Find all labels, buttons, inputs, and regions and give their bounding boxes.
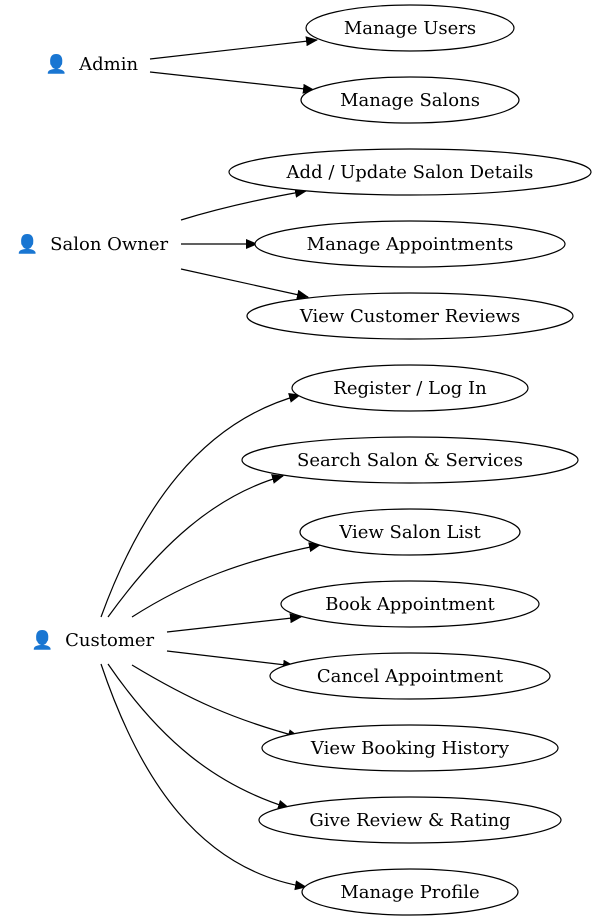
use-case-label: Manage Users: [344, 18, 476, 39]
use-case-label: Cancel Appointment: [317, 666, 504, 687]
use-case-give-review-rating: Give Review & Rating: [258, 796, 562, 844]
edge-customer-cancel: [166, 650, 295, 670]
edge-admin-manage-salons: [149, 71, 315, 94]
use-case-label: Add / Update Salon Details: [286, 162, 534, 183]
edge-customer-view-salon-list: [131, 542, 321, 618]
use-case-view-customer-reviews: View Customer Reviews: [246, 292, 574, 340]
salon-owner-label: 👤 Salon Owner: [16, 233, 169, 255]
edges: [100, 36, 321, 891]
edge-admin-manage-users: [149, 36, 318, 60]
use-cases: Manage Users Manage Salons Add / Update …: [228, 4, 592, 916]
use-case-label: Give Review & Rating: [309, 810, 510, 831]
edge-customer-search: [107, 474, 284, 618]
use-case-label: Register / Log In: [333, 378, 487, 399]
use-case-manage-profile: Manage Profile: [301, 868, 519, 916]
use-case-manage-salons: Manage Salons: [300, 76, 520, 124]
person-icon: 👤: [45, 53, 67, 75]
use-case-book-appointment: Book Appointment: [280, 580, 540, 628]
edge-customer-register: [100, 393, 301, 618]
person-icon: 👤: [31, 629, 53, 651]
use-case-register-log-in: Register / Log In: [291, 364, 529, 412]
use-case-label: View Customer Reviews: [299, 306, 520, 327]
edge-owner-view-reviews: [180, 268, 309, 300]
use-case-search-salon-services: Search Salon & Services: [241, 436, 579, 484]
use-case-label: View Salon List: [338, 522, 481, 543]
admin-label: 👤 Admin: [45, 53, 139, 75]
edge-owner-add-update-salon: [180, 187, 307, 221]
use-case-label: Manage Profile: [340, 882, 479, 903]
edge-customer-book: [166, 613, 302, 633]
use-case-add-update-salon-details: Add / Update Salon Details: [228, 148, 592, 196]
use-case-manage-users: Manage Users: [305, 4, 515, 52]
use-case-manage-appointments: Manage Appointments: [254, 220, 566, 268]
edge-customer-view-history: [131, 664, 300, 740]
use-case-label: Search Salon & Services: [297, 450, 523, 471]
use-case-label: Manage Appointments: [307, 234, 514, 255]
actor-customer: 👤 Customer: [31, 629, 155, 651]
edge-customer-manage-profile: [100, 663, 307, 891]
actor-salon-owner: 👤 Salon Owner: [16, 233, 169, 255]
edge-customer-give-review: [107, 663, 290, 810]
actor-admin: 👤 Admin: [45, 53, 139, 75]
use-case-view-salon-list: View Salon List: [299, 508, 521, 556]
use-case-view-booking-history: View Booking History: [261, 724, 559, 772]
customer-label: 👤 Customer: [31, 629, 155, 651]
use-case-label: Manage Salons: [340, 90, 480, 111]
use-case-cancel-appointment: Cancel Appointment: [269, 652, 551, 700]
use-case-label: Book Appointment: [325, 594, 495, 615]
person-icon: 👤: [16, 233, 38, 255]
use-case-label: View Booking History: [310, 738, 510, 759]
